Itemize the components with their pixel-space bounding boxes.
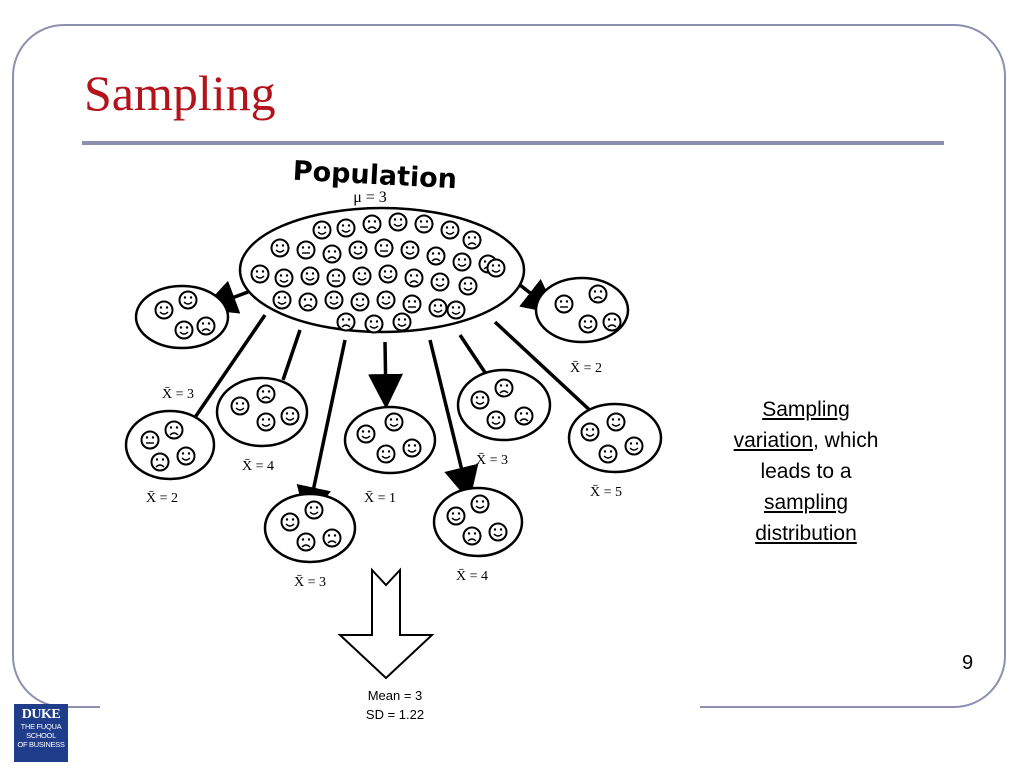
note-text: , which bbox=[813, 429, 879, 452]
summary-sd: SD = 1.22 bbox=[366, 707, 424, 722]
sample-group bbox=[263, 492, 357, 564]
note-distribution-link: distribution bbox=[755, 522, 857, 545]
sample-mean-label: X̄ = 4 bbox=[242, 458, 274, 474]
title-divider bbox=[82, 141, 944, 145]
summary-mean: Mean = 3 bbox=[368, 688, 423, 703]
sample-mean-label: X̄ = 2 bbox=[570, 360, 602, 376]
sample-group bbox=[567, 402, 663, 474]
sample-mean-label: X̄ = 5 bbox=[590, 484, 622, 500]
sample-mean-label: X̄ = 3 bbox=[294, 574, 326, 590]
note-sampling-distribution-link: sampling bbox=[763, 491, 849, 514]
sample-mean-label: X̄ = 2 bbox=[146, 490, 178, 506]
duke-fuqua-logo: DUKE THE FUQUA SCHOOL OF BUSINESS bbox=[14, 704, 68, 762]
sampling-diagram: Population μ = 3 bbox=[100, 150, 700, 730]
sample-mean-label: X̄ = 4 bbox=[456, 568, 488, 584]
logo-line: DUKE bbox=[21, 707, 61, 722]
note-text: leads to a bbox=[760, 460, 852, 483]
sample-group bbox=[124, 409, 216, 481]
sample-mean-label: X̄ = 1 bbox=[364, 490, 396, 506]
down-arrow-icon bbox=[337, 567, 435, 680]
sample-group bbox=[343, 405, 437, 475]
sample-group bbox=[215, 376, 309, 448]
page-number: 9 bbox=[962, 652, 974, 674]
sample-group bbox=[432, 486, 524, 558]
slide-title: Sampling bbox=[84, 65, 276, 121]
sampling-arrows bbox=[183, 278, 597, 522]
sample-group bbox=[134, 284, 230, 350]
sample-group bbox=[534, 276, 630, 344]
logo-line: SCHOOL bbox=[26, 731, 56, 740]
logo-line: OF BUSINESS bbox=[17, 740, 65, 749]
note-sampling-link: Sampling bbox=[762, 398, 850, 421]
sample-mean-label: X̄ = 3 bbox=[476, 452, 508, 468]
logo-line: THE FUQUA bbox=[20, 722, 62, 731]
sampling-note: Sampling variation, which leads to a sam… bbox=[706, 394, 906, 549]
population-mean: μ = 3 bbox=[353, 189, 387, 206]
note-variation-link: variation bbox=[733, 429, 814, 452]
sample-mean-label: X̄ = 3 bbox=[162, 386, 194, 402]
sample-group bbox=[456, 368, 552, 442]
